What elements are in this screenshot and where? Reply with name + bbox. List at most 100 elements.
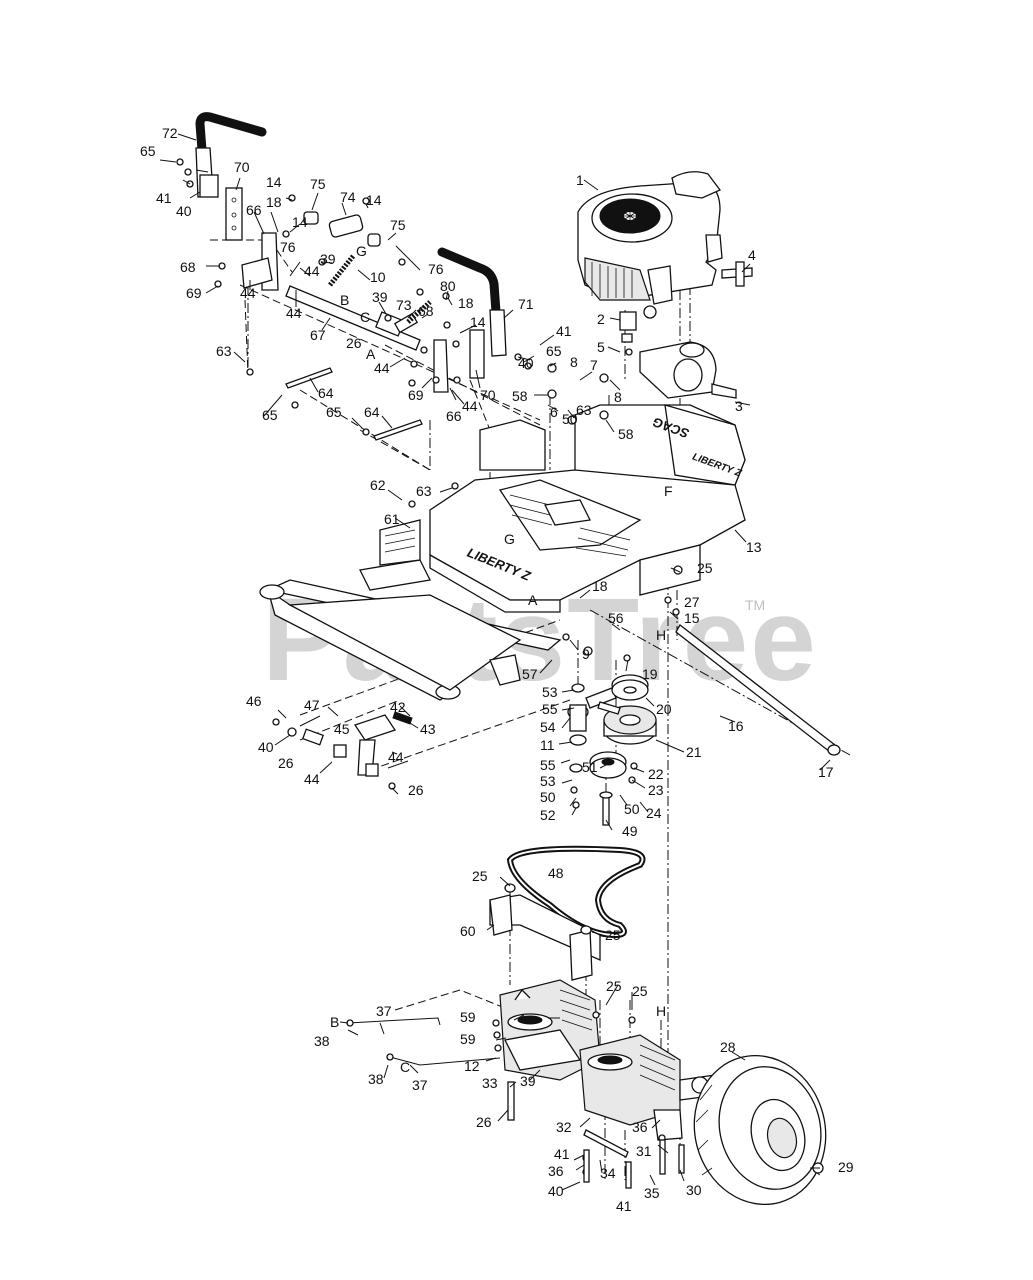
callout-61: 61 <box>384 511 400 527</box>
callout-6: 6 <box>550 404 558 420</box>
callout-17: 17 <box>818 764 834 780</box>
callout-14a: 14 <box>266 174 282 190</box>
callout-80: 80 <box>440 278 456 294</box>
callout-40d: 40 <box>548 1183 564 1199</box>
lever-spacer-74 <box>303 211 381 247</box>
callout-12: 12 <box>464 1058 480 1074</box>
ref-letter-C-bottom: C <box>400 1059 410 1075</box>
callout-18a: 18 <box>266 194 282 210</box>
callout-39c: 39 <box>520 1073 536 1089</box>
callout-46: 46 <box>246 693 262 709</box>
callout-59b: 59 <box>460 1031 476 1047</box>
callout-55b: 55 <box>540 757 556 773</box>
callout-53a: 53 <box>542 684 558 700</box>
rods-64 <box>285 367 423 441</box>
callout-49: 49 <box>622 823 638 839</box>
callout-70a: 70 <box>234 159 250 175</box>
callout-75b: 75 <box>390 217 406 233</box>
ref-letter-F: F <box>664 483 673 499</box>
callout-76b: 76 <box>428 261 444 277</box>
callout-7: 7 <box>590 357 598 373</box>
callout-8a: 8 <box>570 354 578 370</box>
callout-1: 1 <box>576 172 584 188</box>
callout-32: 32 <box>556 1119 572 1135</box>
hardware <box>176 158 824 1189</box>
callout-65b: 65 <box>546 343 562 359</box>
engine <box>577 171 723 319</box>
brake-bracket-31 <box>653 1109 683 1141</box>
callout-54: 54 <box>540 719 556 735</box>
electric-clutch-21 <box>597 701 657 745</box>
callout-26a: 26 <box>346 335 362 351</box>
left-transaxle-33 <box>499 979 601 1121</box>
callout-20: 20 <box>656 701 672 717</box>
callout-65c: 65 <box>262 407 278 423</box>
rear-tire-28 <box>693 1054 827 1206</box>
callout-3: 3 <box>735 398 743 414</box>
ref-letter-H-frame: H <box>656 627 666 643</box>
spring-10 <box>328 253 356 287</box>
callout-44g: 44 <box>388 749 404 765</box>
callout-14c: 14 <box>366 192 382 208</box>
callout-26d: 26 <box>476 1114 492 1130</box>
callout-42: 42 <box>390 699 406 715</box>
callout-50a: 50 <box>562 411 578 427</box>
callout-41a: 41 <box>156 190 172 206</box>
callout-66a: 66 <box>246 202 262 218</box>
callout-66b: 66 <box>446 408 462 424</box>
fuel-fitting-4 <box>721 261 753 287</box>
control-rods-37 <box>346 1017 501 1066</box>
callout-2: 2 <box>597 311 605 327</box>
brake-rod-34 <box>583 1129 629 1158</box>
callout-25d: 25 <box>606 978 622 994</box>
callout-25e: 25 <box>632 983 648 999</box>
callout-39a: 39 <box>320 251 336 267</box>
main-frame: SCAG LIBERTY Z LIBERTY Z <box>259 404 746 701</box>
left-steering-lever <box>195 112 267 198</box>
callout-75a: 75 <box>310 176 326 192</box>
callout-50c: 50 <box>624 801 640 817</box>
callout-65a: 65 <box>140 143 156 159</box>
callout-48: 48 <box>548 865 564 881</box>
callout-34: 34 <box>600 1165 616 1181</box>
ref-letter-B-bottom: B <box>330 1014 339 1030</box>
ref-letter-G-frame: G <box>504 531 515 547</box>
callout-37b: 37 <box>412 1077 428 1093</box>
callout-58b: 58 <box>618 426 634 442</box>
callout-21: 21 <box>686 744 702 760</box>
callout-69a: 69 <box>186 285 202 301</box>
ref-letter-B-top: B <box>340 292 349 308</box>
callout-16: 16 <box>728 718 744 734</box>
pedal-assembly-42 <box>301 711 413 777</box>
transmission-bracket-60 <box>489 883 601 981</box>
callout-13: 13 <box>746 539 762 555</box>
callout-43: 43 <box>420 721 436 737</box>
callout-74: 74 <box>340 189 356 205</box>
exhaust-gasket-2 <box>619 311 637 343</box>
callout-40a: 40 <box>176 203 192 219</box>
callout-68a: 68 <box>180 259 196 275</box>
callout-18c: 18 <box>458 295 474 311</box>
right-steering-lever <box>437 247 507 357</box>
callout-69b: 69 <box>408 387 424 403</box>
callout-44b: 44 <box>286 305 302 321</box>
callout-23: 23 <box>648 782 664 798</box>
callout-71: 71 <box>518 296 534 312</box>
callout-44e: 44 <box>462 398 478 414</box>
callout-29: 29 <box>838 1159 854 1175</box>
callout-8b: 8 <box>614 389 622 405</box>
callout-18b: 18 <box>592 578 608 594</box>
callout-59a: 59 <box>460 1009 476 1025</box>
callout-50b: 50 <box>540 789 556 805</box>
callout-30: 30 <box>686 1182 702 1198</box>
bolt-49 <box>599 791 613 826</box>
left-lever-mount-plate-70 <box>225 187 243 241</box>
ref-letter-G-top: G <box>356 243 367 259</box>
callout-41d: 41 <box>616 1198 632 1214</box>
callout-22: 22 <box>648 766 664 782</box>
callout-25b: 25 <box>605 927 621 943</box>
callout-76a: 76 <box>280 239 296 255</box>
callout-53b: 53 <box>540 773 556 789</box>
callout-15: 15 <box>684 610 700 626</box>
callout-44a: 44 <box>240 285 256 301</box>
